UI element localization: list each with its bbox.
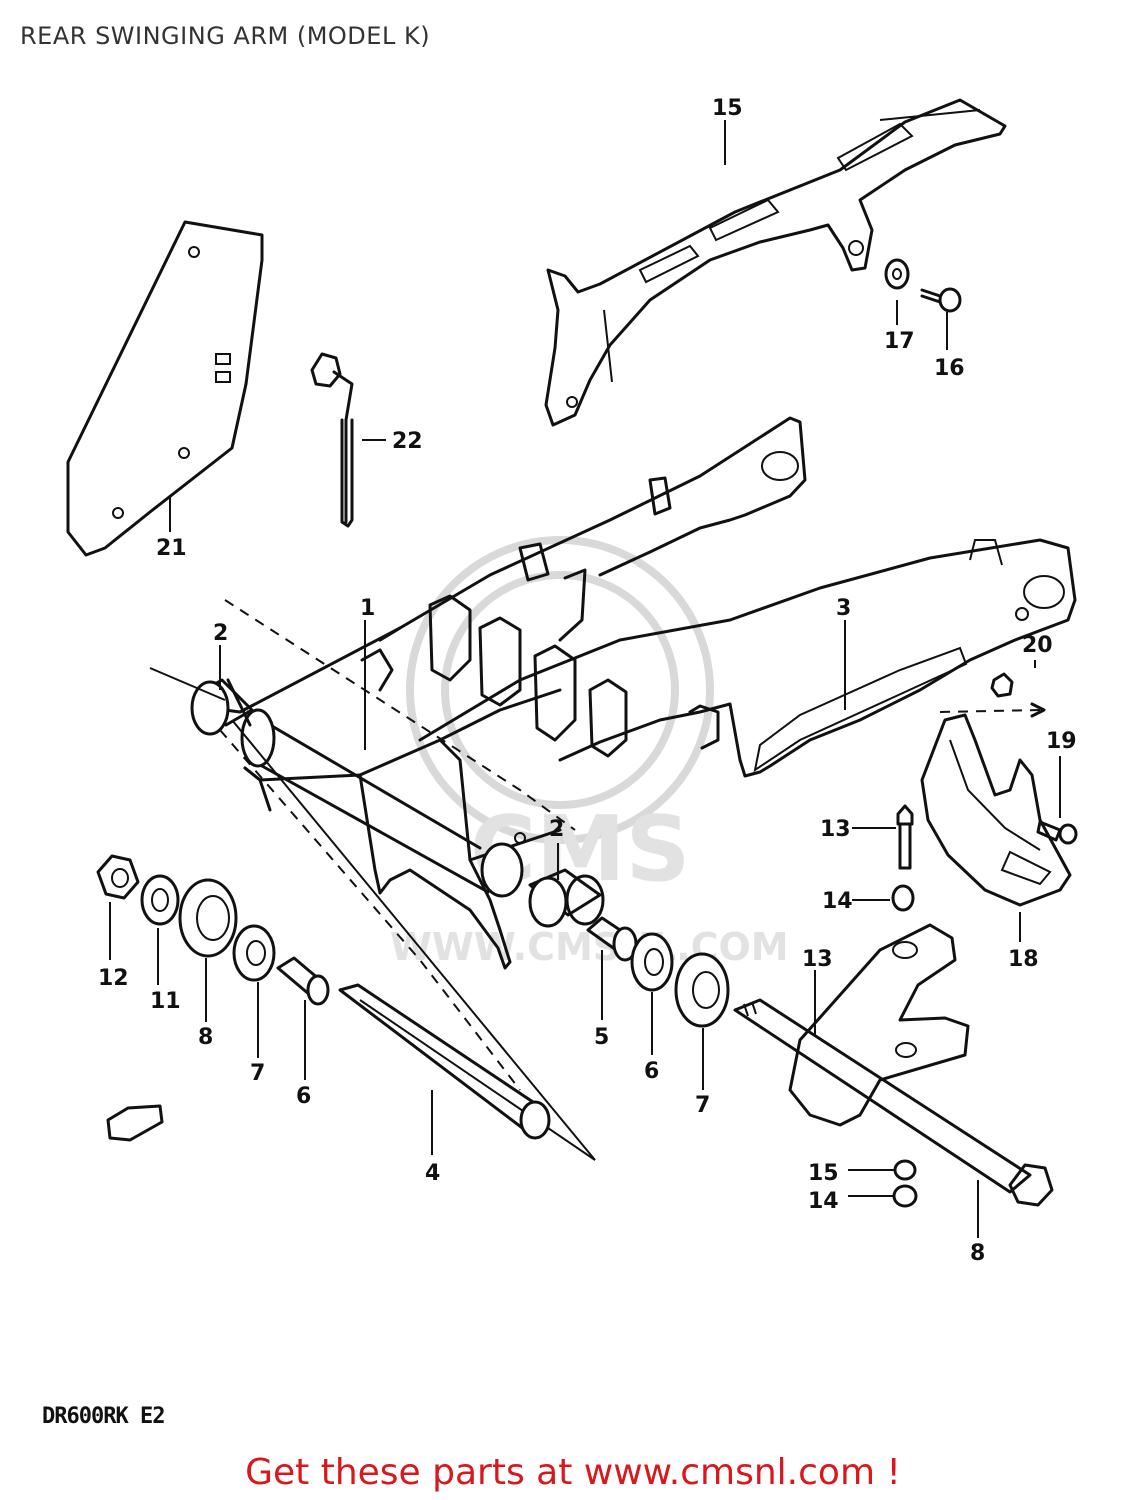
callout-21: 21	[156, 536, 187, 561]
part-16-bolt	[920, 287, 962, 313]
part-9-washer	[140, 874, 180, 926]
callout-1: 1	[360, 596, 375, 621]
callout-8: 8	[970, 1241, 985, 1266]
part-13-washer-top	[891, 884, 915, 912]
callout-22: 22	[392, 429, 423, 454]
callout-14: 14	[808, 1189, 839, 1214]
front-direction-icon	[106, 1104, 164, 1142]
callout-15: 15	[712, 96, 743, 121]
part-18-chain-guide	[920, 713, 1072, 907]
part-7-dust-seal-right	[674, 952, 730, 1028]
promo-link[interactable]: Get these parts at www.cmsnl.com !	[245, 1452, 901, 1493]
part-7-dust-seal-left	[178, 878, 238, 958]
callout-6-right: 6	[644, 1059, 659, 1084]
callout-13-bottom: 15	[808, 1161, 839, 1186]
callout-2-left: 2	[213, 621, 228, 646]
callout-2-right: 2	[549, 817, 564, 842]
part-5-spacer-left	[276, 956, 330, 1006]
part-8-pivot-shaft	[733, 998, 1054, 1207]
callout-7-left: 8	[198, 1025, 213, 1050]
part-19-bolt	[1036, 820, 1078, 845]
part-20-bolt	[939, 672, 1046, 718]
model-code: DR600RK E2	[42, 1404, 165, 1429]
callout-4: 4	[425, 1161, 440, 1186]
callout-11: 13	[802, 947, 833, 972]
callout-13-top: 14	[822, 889, 853, 914]
callouts: 15 17 16 22 21 2 1 3 20 19 13 2 14 18 13…	[98, 96, 1077, 1266]
leader-lines	[109, 120, 1061, 1238]
callout-19: 19	[1046, 729, 1077, 754]
callout-12: 13	[820, 817, 851, 842]
callout-16: 16	[934, 356, 965, 381]
callout-6-left: 7	[250, 1061, 265, 1086]
part-14-nut	[892, 1184, 918, 1208]
part-2-bearing-left	[190, 678, 254, 736]
callout-5-right: 5	[594, 1025, 609, 1050]
part-3-swing-arm	[223, 416, 1077, 970]
part-10-nut	[96, 854, 140, 900]
part-15-chain-case	[544, 98, 1007, 427]
callout-17: 17	[884, 329, 915, 354]
page-title: REAR SWINGING ARM (MODEL K)	[20, 22, 431, 50]
callout-10: 12	[98, 966, 129, 991]
part-2-bearing-right	[528, 868, 605, 928]
part-22-bolt	[310, 352, 354, 528]
callout-18: 18	[1008, 947, 1039, 972]
callout-9: 11	[150, 989, 181, 1014]
part-6-washer-left	[232, 924, 276, 982]
callout-20: 20	[1022, 633, 1053, 658]
part-6-washer-right	[630, 932, 674, 992]
part-4-pivot-tube	[338, 983, 551, 1140]
part-12-bolt	[896, 804, 914, 870]
callout-3: 3	[836, 596, 851, 621]
part-11-cushion-lever	[788, 923, 970, 1127]
callout-7-right: 7	[695, 1093, 710, 1118]
part-13-washer-bottom	[893, 1159, 917, 1181]
part-21-chain-guard-plate	[66, 220, 264, 557]
part-17-washer	[884, 258, 910, 290]
callout-5-left: 6	[296, 1084, 311, 1109]
